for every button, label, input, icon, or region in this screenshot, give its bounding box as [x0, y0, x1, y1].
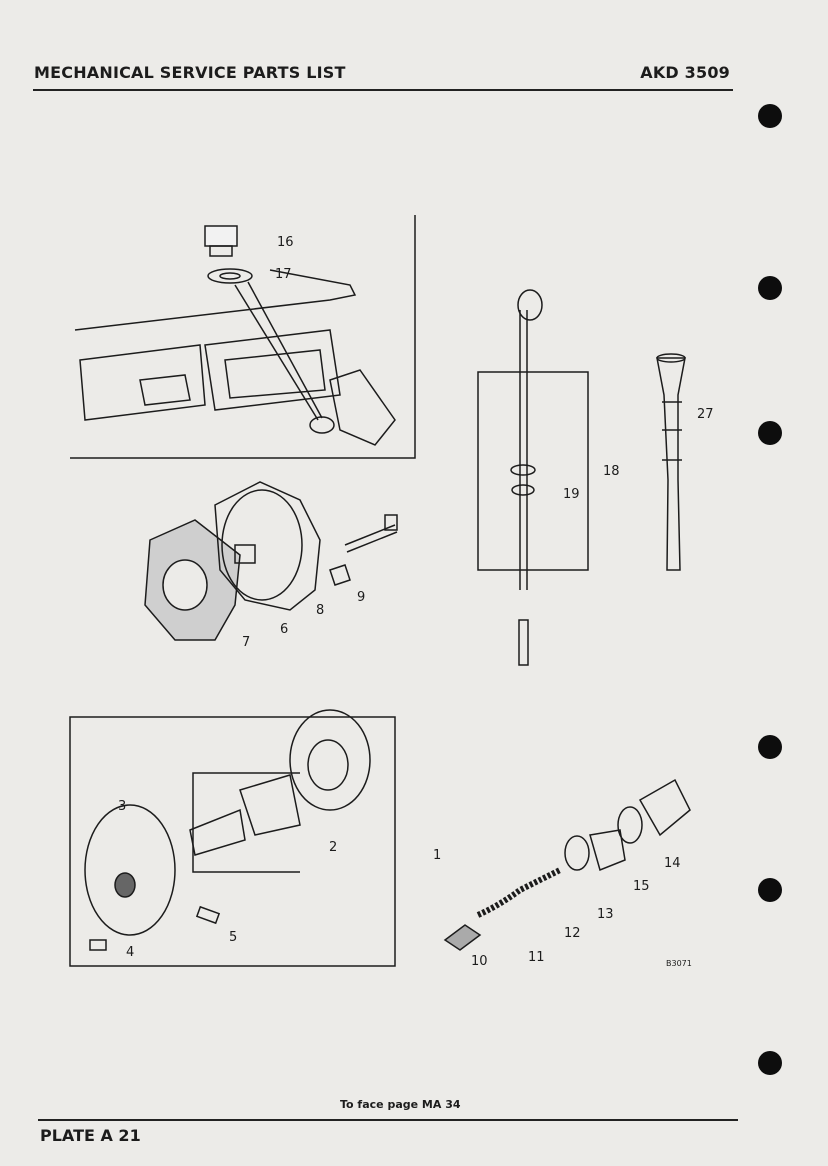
relief-valve-assembly — [443, 778, 691, 951]
callout-8: 8 — [316, 603, 324, 618]
callout-11: 11 — [528, 950, 545, 965]
callout-13: 13 — [597, 907, 614, 922]
callout-3: 3 — [118, 799, 126, 814]
callout-27: 27 — [697, 407, 714, 422]
binder-hole — [758, 878, 782, 902]
binder-hole — [758, 276, 782, 300]
footer-rule — [38, 1119, 738, 1121]
binder-hole — [758, 735, 782, 759]
document-code: AKD 3509 — [640, 63, 730, 82]
face-page-note: To face page MA 34 — [340, 1098, 461, 1111]
callout-16: 16 — [277, 235, 294, 250]
callout-18: 18 — [603, 464, 620, 479]
binder-hole — [758, 1051, 782, 1075]
dipstick — [477, 289, 589, 666]
callout-15: 15 — [633, 879, 650, 894]
callout-12: 12 — [564, 926, 581, 941]
callout-4: 4 — [126, 945, 134, 960]
binder-hole — [758, 421, 782, 445]
pump-internals-detail — [69, 709, 396, 967]
callout-14: 14 — [664, 856, 681, 871]
callout-19: 19 — [563, 487, 580, 502]
plate-number: PLATE A 21 — [40, 1126, 141, 1145]
callout-5: 5 — [229, 930, 237, 945]
binder-hole — [758, 104, 782, 128]
callout-9: 9 — [357, 590, 365, 605]
callout-10: 10 — [471, 954, 488, 969]
callout-6: 6 — [280, 622, 288, 637]
dipstick-tube — [656, 353, 686, 571]
callout-1: 1 — [433, 848, 441, 863]
header-rule — [33, 89, 733, 91]
oil-pump-assembly — [144, 481, 398, 641]
callout-17: 17 — [275, 267, 292, 282]
page-title: MECHANICAL SERVICE PARTS LIST — [34, 63, 346, 82]
drawing-reference: B3071 — [666, 959, 692, 968]
callout-7: 7 — [242, 635, 250, 650]
sump-plug-detail — [70, 215, 416, 459]
callout-2: 2 — [329, 840, 337, 855]
